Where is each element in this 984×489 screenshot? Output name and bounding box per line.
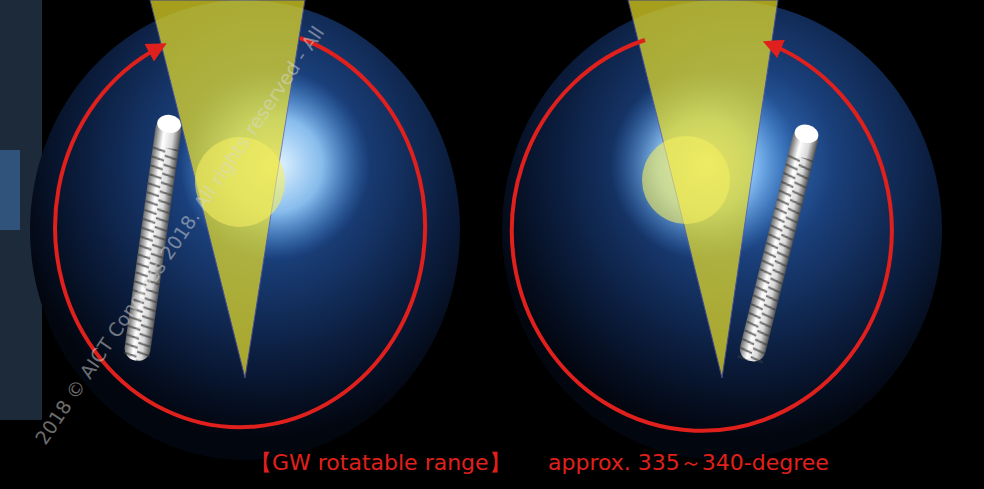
range-label: 【GW rotatable range】 <box>250 450 511 476</box>
range-value: approx. 335～340-degree <box>548 450 829 476</box>
